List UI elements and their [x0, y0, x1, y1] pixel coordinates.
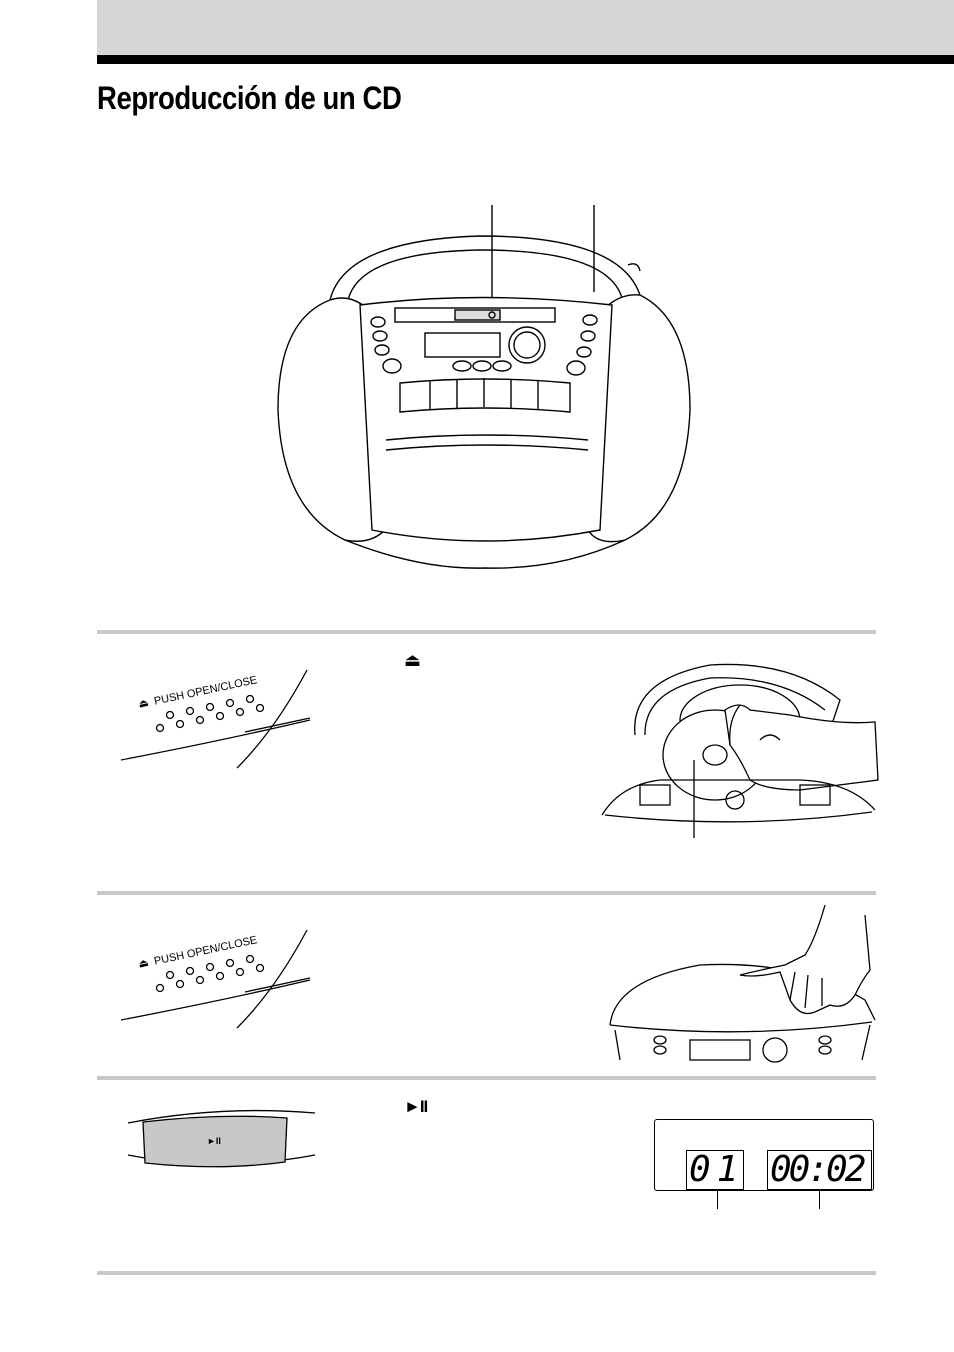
step-2-button-detail: ⏏ PUSH OPEN/CLOSE	[115, 920, 315, 1035]
step-1-button-detail: ⏏ PUSH OPEN/CLOSE	[115, 660, 315, 775]
elapsed-time: 00:02	[770, 1149, 866, 1190]
boombox-illustration	[277, 205, 691, 569]
header-rule	[97, 55, 954, 64]
play-pause-icon: ►II	[207, 1136, 221, 1146]
track-number-frame: 01	[686, 1150, 744, 1190]
callout-line	[819, 1191, 821, 1209]
step-separator	[97, 630, 876, 634]
step-separator	[97, 891, 876, 895]
lcd-display: 01 00:02	[654, 1119, 874, 1191]
cd-insertion-illustration	[601, 663, 879, 838]
step-separator	[97, 1271, 876, 1275]
track-number: 01	[689, 1149, 745, 1190]
play-pause-button-art	[127, 1109, 316, 1168]
play-pause-icon: ►II	[404, 1097, 428, 1116]
step-separator	[97, 1076, 876, 1080]
close-lid-illustration	[609, 904, 876, 1063]
eject-icon: ⏏	[404, 650, 422, 670]
callout-line	[717, 1191, 719, 1209]
push-open-close-button-art	[120, 669, 311, 769]
elapsed-time-frame: 00:02	[767, 1150, 872, 1190]
push-open-close-button-art	[120, 929, 311, 1029]
header-band	[97, 0, 954, 55]
page-title: Reproducción de un CD	[97, 80, 402, 116]
